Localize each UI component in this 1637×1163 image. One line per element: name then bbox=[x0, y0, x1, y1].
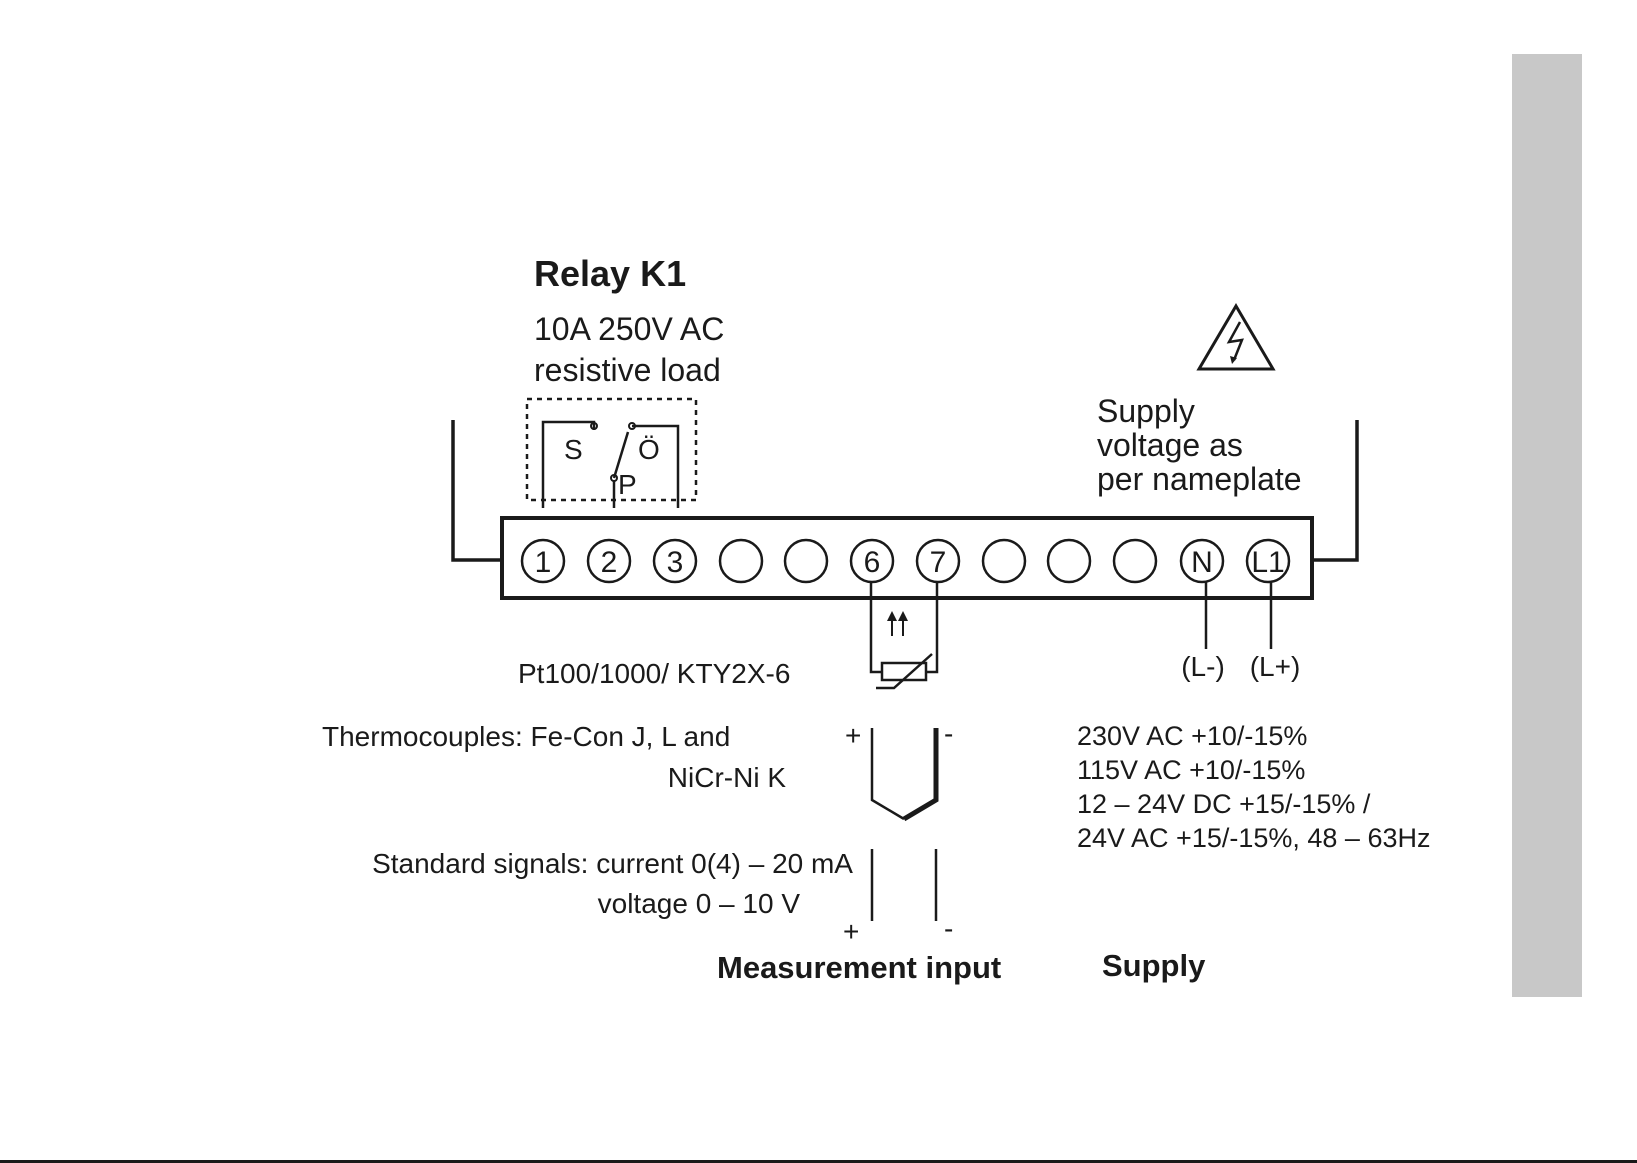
high-voltage-warning-icon bbox=[1196, 303, 1276, 371]
thermocouple-label-line-1: Thermocouples: Fe-Con J, L and bbox=[322, 721, 730, 752]
terminal-row: 1 2 3 6 7 N L1 bbox=[520, 538, 1291, 584]
thermocouple-minus: - bbox=[944, 718, 953, 749]
thermocouple-wire-minus bbox=[902, 728, 939, 822]
measurement-input-heading: Measurement input bbox=[717, 950, 1001, 985]
terminal-4 bbox=[718, 538, 764, 584]
terminal-label: 1 bbox=[535, 546, 552, 579]
temperature-arrows-icon bbox=[887, 611, 908, 636]
rtd-sensor-symbol bbox=[869, 582, 939, 690]
terminal-8 bbox=[981, 538, 1027, 584]
signal-minus: - bbox=[944, 913, 953, 944]
thermocouple-plus: + bbox=[845, 720, 861, 751]
relay-contact-p: P bbox=[618, 469, 637, 500]
relay-contact-box: S Ö P bbox=[525, 397, 698, 508]
relay-contact-s: S bbox=[564, 434, 583, 465]
terminal-label: N bbox=[1191, 546, 1213, 579]
terminal-9 bbox=[1046, 538, 1092, 584]
terminal-label: 3 bbox=[667, 546, 684, 579]
supply-options-list: 230V AC +10/-15% 115V AC +10/-15% 12 – 2… bbox=[1077, 721, 1430, 853]
standard-signals-label-line-1: Standard signals: current 0(4) – 20 mA bbox=[372, 848, 853, 879]
terminal-10 bbox=[1112, 538, 1158, 584]
housing-bracket-right bbox=[1312, 420, 1359, 562]
supply-heading: Supply bbox=[1102, 948, 1206, 983]
supply-option: 12 – 24V DC +15/-15% / bbox=[1077, 789, 1371, 819]
housing-bracket-left bbox=[451, 420, 502, 562]
terminal-label: 2 bbox=[601, 546, 618, 579]
terminal-label: 7 bbox=[930, 546, 947, 579]
thermocouple-label-line-2: NiCr-Ni K bbox=[668, 762, 787, 793]
standard-signals-label-line-2: voltage 0 – 10 V bbox=[598, 888, 801, 919]
terminal-2: 2 bbox=[586, 538, 632, 584]
signal-plus: + bbox=[843, 916, 859, 947]
terminal-7: 7 bbox=[915, 538, 961, 584]
supply-note-line-1: Supply bbox=[1097, 393, 1195, 429]
relay-switch-lever bbox=[612, 431, 630, 479]
terminal-6: 6 bbox=[849, 538, 895, 584]
terminal-strip bbox=[500, 516, 1314, 600]
page-bottom-rule bbox=[0, 1160, 1637, 1163]
terminal-5 bbox=[783, 538, 829, 584]
terminal-label: 6 bbox=[864, 546, 881, 579]
rtd-label: Pt100/1000/ KTY2X-6 bbox=[518, 658, 790, 689]
supply-option: 230V AC +10/-15% bbox=[1077, 721, 1307, 751]
page-edge-tab bbox=[1512, 54, 1582, 997]
terminal-1: 1 bbox=[520, 538, 566, 584]
thermocouple-wire-plus bbox=[870, 728, 905, 821]
terminal-label: L1 bbox=[1251, 546, 1284, 579]
terminal-n: N bbox=[1179, 538, 1225, 584]
supply-note: Supply voltage as per nameplate bbox=[1097, 393, 1302, 497]
supply-note-line-2: voltage as bbox=[1097, 427, 1243, 463]
neutral-polarity-label: (L-) bbox=[1181, 651, 1225, 682]
line-polarity-label: (L+) bbox=[1250, 651, 1301, 682]
relay-load: resistive load bbox=[534, 352, 721, 388]
relay-rating: 10A 250V AC bbox=[534, 311, 724, 347]
supply-option: 24V AC +15/-15%, 48 – 63Hz bbox=[1077, 823, 1430, 853]
relay-title: Relay K1 bbox=[534, 253, 686, 294]
relay-contact-o: Ö bbox=[638, 434, 660, 465]
terminal-l1: L1 bbox=[1245, 538, 1291, 584]
supply-note-line-3: per nameplate bbox=[1097, 461, 1302, 497]
terminal-3: 3 bbox=[652, 538, 698, 584]
supply-option: 115V AC +10/-15% bbox=[1077, 755, 1305, 785]
